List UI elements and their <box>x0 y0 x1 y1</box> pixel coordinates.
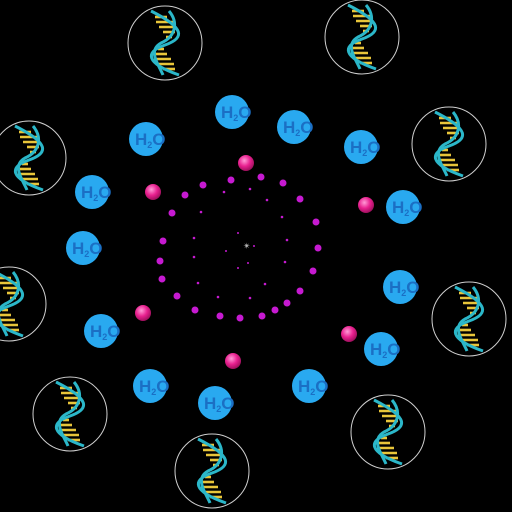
enemy-dot <box>248 296 252 300</box>
water-label: H2O <box>90 322 121 342</box>
dna-token[interactable] <box>323 0 401 76</box>
water-label: H2O <box>392 198 423 218</box>
enemy-dot <box>279 179 287 187</box>
enemy-dot <box>222 190 226 194</box>
water-label: H2O <box>135 130 166 150</box>
player-core[interactable]: ✴ <box>243 241 251 251</box>
enemy-dot <box>312 218 320 226</box>
enemy-dot <box>173 292 181 300</box>
dna-token[interactable] <box>0 265 48 343</box>
enemy-dot <box>283 299 291 307</box>
water-label: H2O <box>298 377 329 397</box>
enemy-dot <box>181 191 189 199</box>
enemy-dot <box>285 238 289 242</box>
enemy-dot <box>192 236 196 240</box>
water-molecule[interactable]: H2O <box>344 130 381 164</box>
water-label: H2O <box>370 340 401 360</box>
dna-token[interactable] <box>126 4 204 82</box>
enemy-dot <box>253 245 255 247</box>
enemy-dot <box>271 306 279 314</box>
water-molecule[interactable]: H2O <box>386 190 423 224</box>
enemy-dot <box>168 209 176 217</box>
water-label: H2O <box>221 103 252 123</box>
enemy-dot <box>257 173 265 181</box>
enemy-dot <box>280 215 284 219</box>
pink-pellet[interactable] <box>358 197 374 213</box>
enemy-dot <box>199 181 207 189</box>
enemy-dot <box>283 260 287 264</box>
water-molecule[interactable]: H2O <box>129 122 166 156</box>
pink-pellet[interactable] <box>225 353 241 369</box>
enemy-dot <box>314 244 322 252</box>
water-molecule[interactable]: H2O <box>364 332 401 366</box>
enemy-dot <box>236 314 244 322</box>
water-label: H2O <box>204 394 235 414</box>
dna-token[interactable] <box>349 393 427 471</box>
enemy-dot <box>191 306 199 314</box>
water-molecule[interactable]: H2O <box>84 314 121 348</box>
enemy-dot <box>158 275 166 283</box>
dna-token[interactable] <box>31 375 109 453</box>
player-core-icon: ✴ <box>243 241 251 251</box>
pink-pellet[interactable] <box>135 305 151 321</box>
pink-pellet[interactable] <box>145 184 161 200</box>
enemy-dot <box>199 210 203 214</box>
water-label: H2O <box>350 138 381 158</box>
water-molecule-layer: H2O H2O H2O H2O H2O H2O H2O H2O H2O H2O H2O H2O H2O <box>66 95 423 420</box>
enemy-dot <box>227 176 235 184</box>
dna-token[interactable] <box>173 432 251 510</box>
pink-pellet[interactable] <box>238 155 254 171</box>
water-molecule[interactable]: H2O <box>383 270 420 304</box>
enemy-dot <box>247 262 249 264</box>
water-molecule[interactable]: H2O <box>198 386 235 420</box>
enemy-dot <box>156 257 164 265</box>
water-molecule[interactable]: H2O <box>133 369 170 403</box>
enemy-dot <box>296 287 304 295</box>
enemy-dot <box>248 187 252 191</box>
dna-token[interactable] <box>430 280 508 358</box>
water-molecule[interactable]: H2O <box>215 95 252 129</box>
water-label: H2O <box>81 183 112 203</box>
enemy-dot <box>216 295 220 299</box>
water-label: H2O <box>72 239 103 259</box>
enemy-dot <box>237 267 239 269</box>
water-label: H2O <box>283 118 314 138</box>
enemy-dot <box>265 198 269 202</box>
enemy-dot-swarm <box>156 173 322 322</box>
enemy-dot <box>237 232 239 234</box>
water-molecule[interactable]: H2O <box>277 110 314 144</box>
dna-token[interactable] <box>0 119 68 197</box>
pellet-layer <box>135 155 374 369</box>
enemy-dot <box>196 281 200 285</box>
enemy-dot <box>309 267 317 275</box>
enemy-dot <box>296 195 304 203</box>
enemy-dot <box>225 250 227 252</box>
enemy-dot <box>263 282 267 286</box>
enemy-dot <box>192 255 196 259</box>
dna-token[interactable] <box>410 105 488 183</box>
enemy-dot <box>258 312 266 320</box>
water-label: H2O <box>139 377 170 397</box>
pink-pellet[interactable] <box>341 326 357 342</box>
enemy-dot <box>159 237 167 245</box>
water-molecule[interactable]: H2O <box>292 369 329 403</box>
water-label: H2O <box>389 278 420 298</box>
enemy-dot <box>216 312 224 320</box>
water-molecule[interactable]: H2O <box>66 231 103 265</box>
water-molecule[interactable]: H2O <box>75 175 112 209</box>
